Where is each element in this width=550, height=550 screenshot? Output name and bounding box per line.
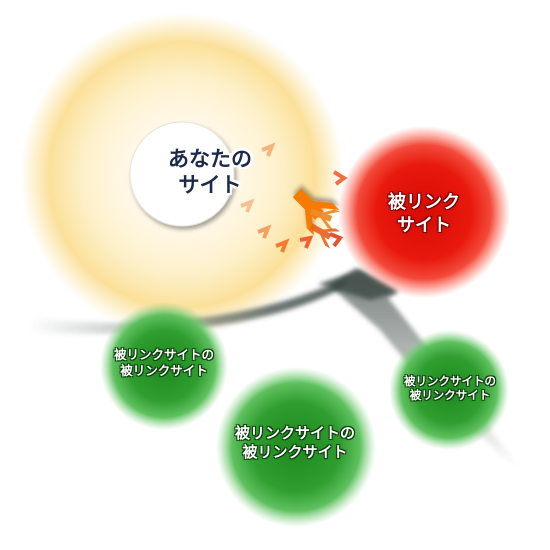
sub-right-label: 被リンクサイトの 被リンクサイト — [380, 374, 520, 403]
sub-right-circle — [389, 330, 509, 450]
linked-site-label: 被リンク サイト — [354, 192, 494, 237]
your-site-circle — [129, 121, 235, 227]
chevron-small-4 — [257, 224, 272, 239]
sub-right-line1: 被リンクサイトの — [404, 374, 496, 388]
sub-bottom-label: 被リンクサイトの 被リンクサイト — [210, 424, 380, 462]
chevron-small-6 — [329, 232, 344, 248]
your-site-label: あなたの サイト — [130, 146, 290, 199]
chevron-small-7 — [299, 235, 314, 249]
sub-left-circle — [100, 302, 228, 430]
sub-left-line1: 被リンクサイトの — [113, 347, 214, 362]
chevron-small-2 — [240, 198, 255, 213]
linked-site-line1: 被リンク — [388, 192, 460, 213]
linked-site-circle — [338, 126, 510, 298]
your-site-line1: あなたの — [168, 146, 252, 171]
arrows-icon — [240, 142, 348, 253]
sub-bottom-line1: 被リンクサイトの — [234, 424, 355, 442]
chevron-small-3 — [275, 238, 290, 253]
chevron-small-1 — [261, 142, 276, 157]
sub-right-line2: 被リンクサイト — [409, 388, 491, 403]
sub-bottom-line2: 被リンクサイト — [242, 442, 348, 461]
link-path-arrowhead — [318, 270, 398, 300]
chevron-small-5 — [332, 170, 348, 186]
linked-site-line2: サイト — [397, 214, 451, 236]
sub-bottom-circle — [216, 367, 376, 527]
sub-left-line2: 被リンクサイト — [120, 362, 208, 378]
sub-left-label: 被リンクサイトの 被リンクサイト — [94, 347, 234, 378]
your-site-line2: サイト — [178, 172, 242, 198]
